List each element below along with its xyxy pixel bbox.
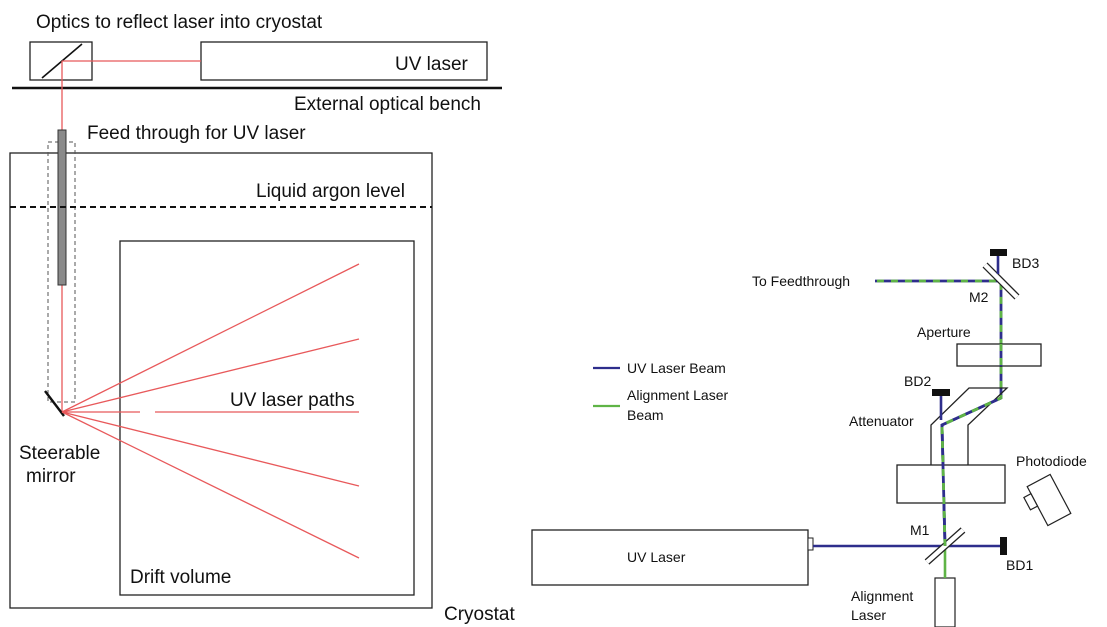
laser-path-5 (61, 411, 360, 559)
laser-path-2 (61, 338, 360, 413)
bd2-label: BD2 (904, 373, 931, 389)
drift-volume-label: Drift volume (130, 567, 231, 588)
photodiode-label: Photodiode (1016, 453, 1087, 469)
feedthrough-dashed-outline (47, 141, 76, 403)
uv-laser-box (531, 529, 809, 586)
bd3-label: BD3 (1012, 255, 1039, 271)
steerable-mirror (44, 390, 65, 417)
beam-through-attenuator (940, 396, 1002, 547)
laser-paths-label: UV laser paths (230, 390, 355, 411)
photodiode (1023, 473, 1072, 527)
cryostat-label: Cryostat (444, 604, 515, 625)
legend-uv-label: UV Laser Beam (627, 360, 726, 376)
beam-dump-bd3 (990, 249, 1007, 256)
legend-alignment-label-line2: Beam (627, 407, 664, 423)
cryostat-box (9, 152, 433, 609)
attenuator-prism (930, 387, 1009, 465)
m2-mirror (982, 262, 1020, 300)
optics-label: Optics to reflect laser into cryostat (36, 12, 323, 33)
alignment-laser-label-line2: Laser (851, 607, 886, 623)
laser-path-1 (61, 263, 360, 413)
laser-setup-diagram: UV Laser Beam Alignment Laser Beam UV La… (531, 249, 1087, 627)
drift-volume-box (119, 240, 415, 596)
alignment-laser-box (934, 577, 956, 627)
bench-label: External optical bench (294, 94, 481, 115)
legend-alignment-label-line1: Alignment Laser (627, 387, 729, 403)
uv-laser-label: UV Laser (627, 549, 686, 565)
alignment-laser-label-line1: Alignment (851, 588, 913, 604)
legend: UV Laser Beam Alignment Laser Beam (593, 360, 729, 423)
lar-level-label: Liquid argon level (256, 181, 405, 202)
attenuator-label: Attenuator (849, 413, 914, 429)
to-feedthrough-label: To Feedthrough (752, 273, 850, 289)
aperture (956, 343, 1042, 367)
mirror-label-line1: Steerable (19, 443, 100, 464)
beam-dump-bd2 (932, 389, 950, 396)
attenuator-base (896, 464, 1006, 504)
cryostat-diagram: Optics to reflect laser into cryostat UV… (9, 12, 515, 625)
m1-label: M1 (910, 522, 930, 538)
laser-path-4 (61, 411, 360, 487)
feedthrough-label: Feed through for UV laser (87, 123, 306, 144)
beam-dump-bd1 (1000, 537, 1007, 555)
bd1-label: BD1 (1006, 557, 1033, 573)
uv-laser-aperture (807, 537, 814, 551)
m2-label: M2 (969, 289, 989, 305)
uv-laser-label: UV laser (395, 54, 469, 75)
aperture-label: Aperture (917, 324, 971, 340)
mirror-label-line2: mirror (26, 466, 76, 487)
uv-laser-paths (61, 263, 360, 559)
